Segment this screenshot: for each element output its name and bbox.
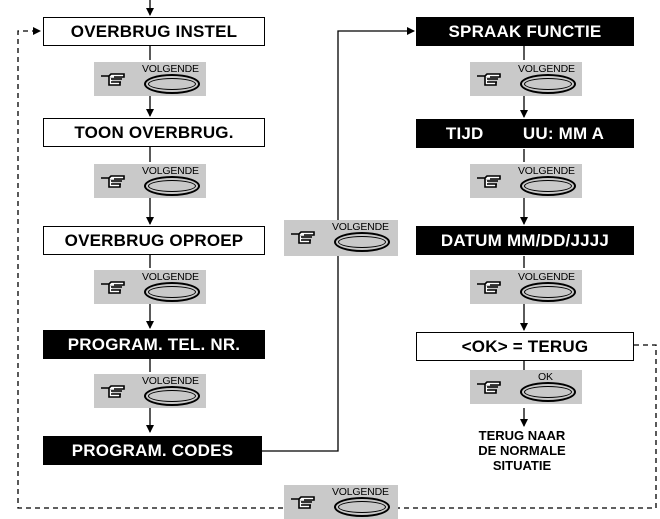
next-label: VOLGENDE bbox=[518, 271, 575, 283]
hand-pointer-icon bbox=[291, 496, 315, 509]
oval-button-icon bbox=[144, 176, 200, 196]
next-label: VOLGENDE bbox=[332, 221, 389, 233]
oval-button-icon bbox=[334, 497, 390, 517]
hand-pointer-icon bbox=[477, 381, 501, 394]
next-button[interactable]: VOLGENDE bbox=[94, 62, 206, 96]
box-program-tel-nr: PROGRAM. TEL. NR. bbox=[43, 330, 265, 359]
next-button[interactable]: VOLGENDE bbox=[94, 374, 206, 408]
next-label: VOLGENDE bbox=[142, 375, 199, 387]
hand-pointer-icon bbox=[291, 231, 315, 244]
next-button[interactable]: VOLGENDE bbox=[470, 164, 582, 198]
hand-pointer-icon bbox=[477, 175, 501, 188]
next-label: VOLGENDE bbox=[518, 63, 575, 75]
next-button[interactable]: VOLGENDE bbox=[470, 270, 582, 304]
oval-button-icon bbox=[144, 282, 200, 302]
return-to-normal-text: TERUG NAAR DE NORMALE SITUATIE bbox=[445, 428, 599, 473]
oval-button-icon bbox=[520, 74, 576, 94]
box-overbrug-oproep: OVERBRUG OPROEP bbox=[43, 226, 265, 255]
next-label: VOLGENDE bbox=[142, 271, 199, 283]
box-program-codes: PROGRAM. CODES bbox=[43, 436, 262, 465]
oval-button-icon bbox=[520, 282, 576, 302]
next-button[interactable]: VOLGENDE bbox=[284, 220, 398, 256]
oval-button-icon bbox=[144, 74, 200, 94]
next-button[interactable]: VOLGENDE bbox=[94, 270, 206, 304]
box-spraak-functie: SPRAAK FUNCTIE bbox=[416, 17, 634, 46]
hand-pointer-icon bbox=[477, 73, 501, 86]
box-datum: DATUM MM/DD/JJJJ bbox=[416, 226, 634, 255]
hand-pointer-icon bbox=[101, 281, 125, 294]
return-text-line: DE NORMALE bbox=[478, 443, 566, 458]
oval-button-icon bbox=[334, 232, 390, 252]
next-label: VOLGENDE bbox=[518, 165, 575, 177]
oval-button-icon bbox=[520, 176, 576, 196]
box-ok-terug: <OK> = TERUG bbox=[416, 332, 634, 361]
return-text-line: SITUATIE bbox=[492, 458, 552, 473]
box-overbrug-instel: OVERBRUG INSTEL bbox=[43, 17, 265, 46]
box-toon-overbrug: TOON OVERBRUG. bbox=[43, 118, 265, 147]
oval-button-icon bbox=[520, 382, 576, 402]
hand-pointer-icon bbox=[101, 73, 125, 86]
next-button[interactable]: VOLGENDE bbox=[470, 62, 582, 96]
next-button[interactable]: VOLGENDE bbox=[94, 164, 206, 198]
ok-label: OK bbox=[538, 371, 553, 383]
hand-pointer-icon bbox=[101, 385, 125, 398]
hand-pointer-icon bbox=[101, 175, 125, 188]
next-label: VOLGENDE bbox=[332, 486, 389, 498]
ok-button[interactable]: OK bbox=[470, 370, 582, 404]
hand-pointer-icon bbox=[477, 281, 501, 294]
next-button[interactable]: VOLGENDE bbox=[284, 485, 398, 519]
box-tijd: TIJD UU: MM A bbox=[416, 119, 634, 148]
oval-button-icon bbox=[144, 386, 200, 406]
next-label: VOLGENDE bbox=[142, 63, 199, 75]
return-text-line: TERUG NAAR bbox=[478, 428, 566, 443]
next-label: VOLGENDE bbox=[142, 165, 199, 177]
